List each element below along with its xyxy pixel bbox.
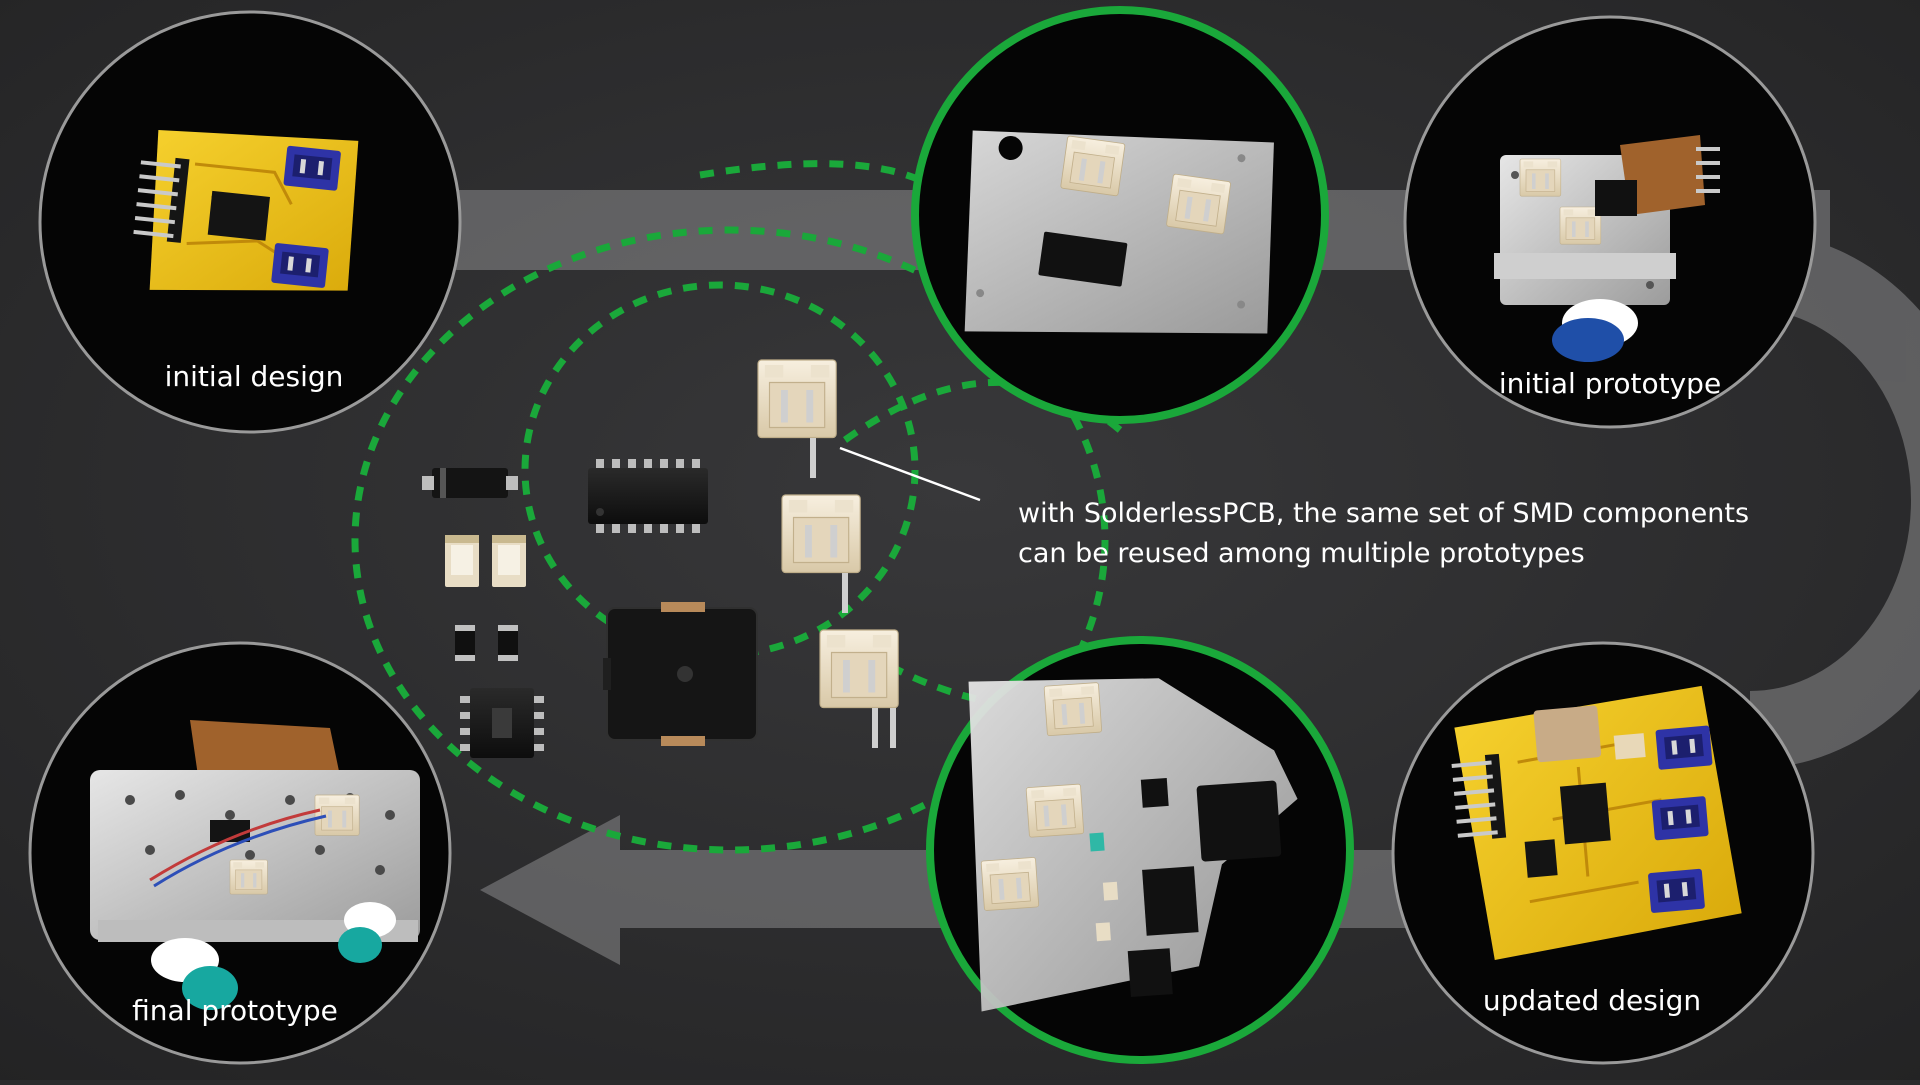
- yellow-pcb-icon: [1451, 685, 1742, 960]
- led-icon-2: [492, 535, 526, 587]
- callout-text-line2: can be reused among multiple prototypes: [1018, 538, 1585, 569]
- soic-ic-icon: [588, 459, 708, 533]
- chip-resistor-icon: [455, 625, 475, 661]
- clear-resin-board-icon: [968, 678, 1298, 1012]
- highlight-solderless-board-top: [911, 6, 1329, 424]
- right-flow-arc: [1749, 231, 1920, 769]
- jst-connector-icon-3: [819, 629, 899, 748]
- node-label: initial design: [165, 360, 344, 393]
- jst-connector-icon: [757, 359, 837, 478]
- node-initial-design: initial design: [38, 10, 462, 434]
- smd-components: [422, 359, 899, 758]
- highlight-solderless-board-bottom: [926, 636, 1354, 1064]
- node-updated-design: updated design: [1391, 641, 1815, 1065]
- buzzer-icon: [603, 602, 758, 746]
- led-icon: [445, 535, 479, 587]
- sod-diode-icon: [422, 468, 518, 498]
- clear-resin-board-icon: [964, 130, 1274, 334]
- soic8-ic-icon: [460, 688, 544, 758]
- yellow-pcb-icon: [132, 129, 359, 291]
- node-final-prototype: final prototype: [28, 641, 452, 1065]
- jst-connector-icon-2: [781, 494, 861, 613]
- stacked-robot-prototype-icon: [1494, 135, 1720, 362]
- bottom-arrow-head: [480, 815, 620, 965]
- callout-text-line1: with SolderlessPCB, the same set of SMD …: [1018, 498, 1749, 529]
- callout-leader-line: [839, 446, 981, 502]
- robot-prototype-icon: [90, 720, 420, 1010]
- dashed-arc-top: [699, 160, 922, 184]
- node-initial-prototype: initial prototype: [1403, 15, 1817, 429]
- outer-dashed-circle: [351, 226, 1109, 854]
- node-label: final prototype: [132, 994, 338, 1027]
- node-label: updated design: [1483, 984, 1701, 1017]
- chip-resistor-icon-2: [498, 625, 518, 661]
- node-label: initial prototype: [1499, 367, 1721, 400]
